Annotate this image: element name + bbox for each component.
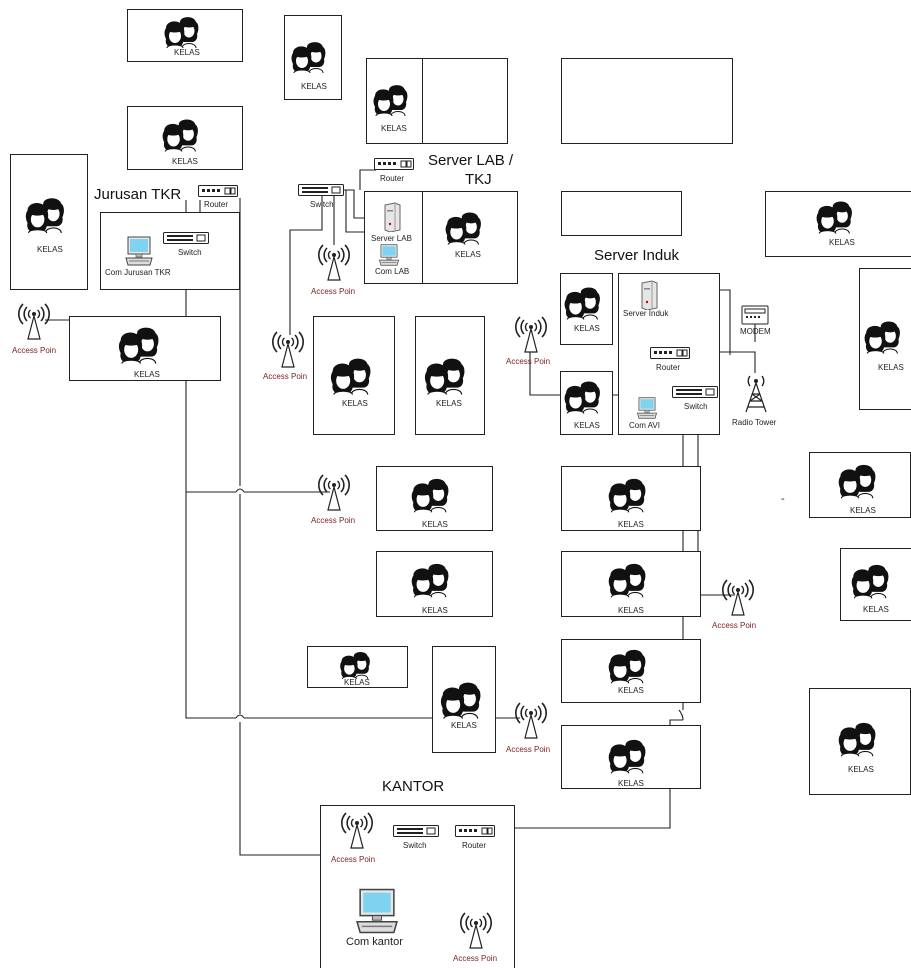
kelas-label: KELAS xyxy=(134,370,160,380)
kelas-label: KELAS xyxy=(451,721,477,731)
access-poin-label: Access Poin xyxy=(506,357,550,367)
room-divider xyxy=(422,191,423,284)
kelas-label: KELAS xyxy=(436,399,462,409)
classroom: KELAS xyxy=(859,268,911,410)
kelas-label: KELAS xyxy=(574,324,600,334)
router-label: Router xyxy=(380,174,404,184)
classroom: KELAS xyxy=(809,452,911,518)
kelas-label: KELAS xyxy=(344,678,370,688)
kelas-label: KELAS xyxy=(37,245,63,255)
classroom: KELAS xyxy=(127,9,243,62)
classroom: KELAS xyxy=(809,688,911,795)
kelas-label: KELAS xyxy=(618,520,644,530)
jurusan-tkr-room xyxy=(100,212,240,290)
modem-label: MODEM xyxy=(740,327,771,337)
access-poin-label: Access Poin xyxy=(311,287,355,297)
classroom: KELAS xyxy=(313,316,395,435)
kelas-label: KELAS xyxy=(422,606,448,616)
switch-label: Switch xyxy=(310,200,334,210)
dash-mark: - xyxy=(781,494,785,504)
classroom: KELAS xyxy=(765,191,911,257)
server-induk-label: Server Induk xyxy=(623,309,668,319)
classroom: KELAS xyxy=(284,15,342,100)
classroom: KELAS xyxy=(840,548,911,621)
kelas-label: KELAS xyxy=(618,606,644,616)
room xyxy=(561,191,682,236)
kelas-label: KELAS xyxy=(381,124,407,134)
access-poin-label: Access Poin xyxy=(506,745,550,755)
access-poin-label: Access Poin xyxy=(453,954,497,964)
access-poin-label: Access Poin xyxy=(311,516,355,526)
classroom: KELAS xyxy=(127,106,243,170)
classroom: KELAS xyxy=(561,639,701,703)
router-label: Router xyxy=(462,841,486,851)
server-lab-label: Server LAB xyxy=(371,234,412,244)
access-poin-label: Access Poin xyxy=(712,621,756,631)
com-kantor-label: Com kantor xyxy=(346,936,403,949)
switch-label: Switch xyxy=(178,248,202,258)
kelas-label: KELAS xyxy=(618,686,644,696)
radio-tower-label: Radio Tower xyxy=(732,418,776,428)
com-lab-label: Com LAB xyxy=(375,267,409,277)
kelas-label: KELAS xyxy=(863,605,889,615)
room-divider xyxy=(422,58,423,144)
room xyxy=(561,58,733,144)
access-poin-label: Access Poin xyxy=(263,372,307,382)
classroom: KELAS xyxy=(10,154,88,290)
kelas-label: KELAS xyxy=(342,399,368,409)
jurusan-tkr-title: Jurusan TKR xyxy=(94,186,181,204)
classroom: KELAS xyxy=(415,316,485,435)
kelas-label: KELAS xyxy=(878,363,904,373)
classroom: KELAS xyxy=(561,725,701,789)
kelas-label: KELAS xyxy=(848,765,874,775)
kelas-label: KELAS xyxy=(574,421,600,431)
classroom: KELAS xyxy=(432,646,496,753)
kelas-label: KELAS xyxy=(618,779,644,789)
switch-label: Switch xyxy=(403,841,427,851)
classroom: KELAS xyxy=(376,551,493,617)
switch-label: Switch xyxy=(684,402,708,412)
kelas-label: KELAS xyxy=(174,48,200,58)
server-lab-title: Server LAB / xyxy=(428,152,513,170)
router-label: Router xyxy=(656,363,680,373)
access-poin-label: Access Poin xyxy=(331,855,375,865)
kelas-label: KELAS xyxy=(422,520,448,530)
classroom: KELAS xyxy=(560,371,613,435)
kelas-label: KELAS xyxy=(455,250,481,260)
classroom: KELAS xyxy=(69,316,221,381)
server-lab-title-2: TKJ xyxy=(465,171,492,189)
router-label: Router xyxy=(204,200,228,210)
classroom: KELAS xyxy=(307,646,408,688)
kelas-label: KELAS xyxy=(301,82,327,92)
classroom: KELAS xyxy=(376,466,493,531)
classroom: KELAS xyxy=(561,466,701,531)
server-induk-title: Server Induk xyxy=(594,247,679,265)
access-poin-label: Access Poin xyxy=(12,346,56,356)
classroom: KELAS xyxy=(560,273,613,345)
classroom: KELAS xyxy=(561,551,701,617)
classroom: KELAS xyxy=(366,58,508,144)
com-avi-label: Com AVI xyxy=(629,421,660,431)
kantor-title: KANTOR xyxy=(382,778,444,796)
kelas-label: KELAS xyxy=(829,238,855,248)
com-jurusan-tkr-label: Com Jurusan TKR xyxy=(105,268,171,278)
kelas-label: KELAS xyxy=(850,506,876,516)
kelas-label: KELAS xyxy=(172,157,198,167)
